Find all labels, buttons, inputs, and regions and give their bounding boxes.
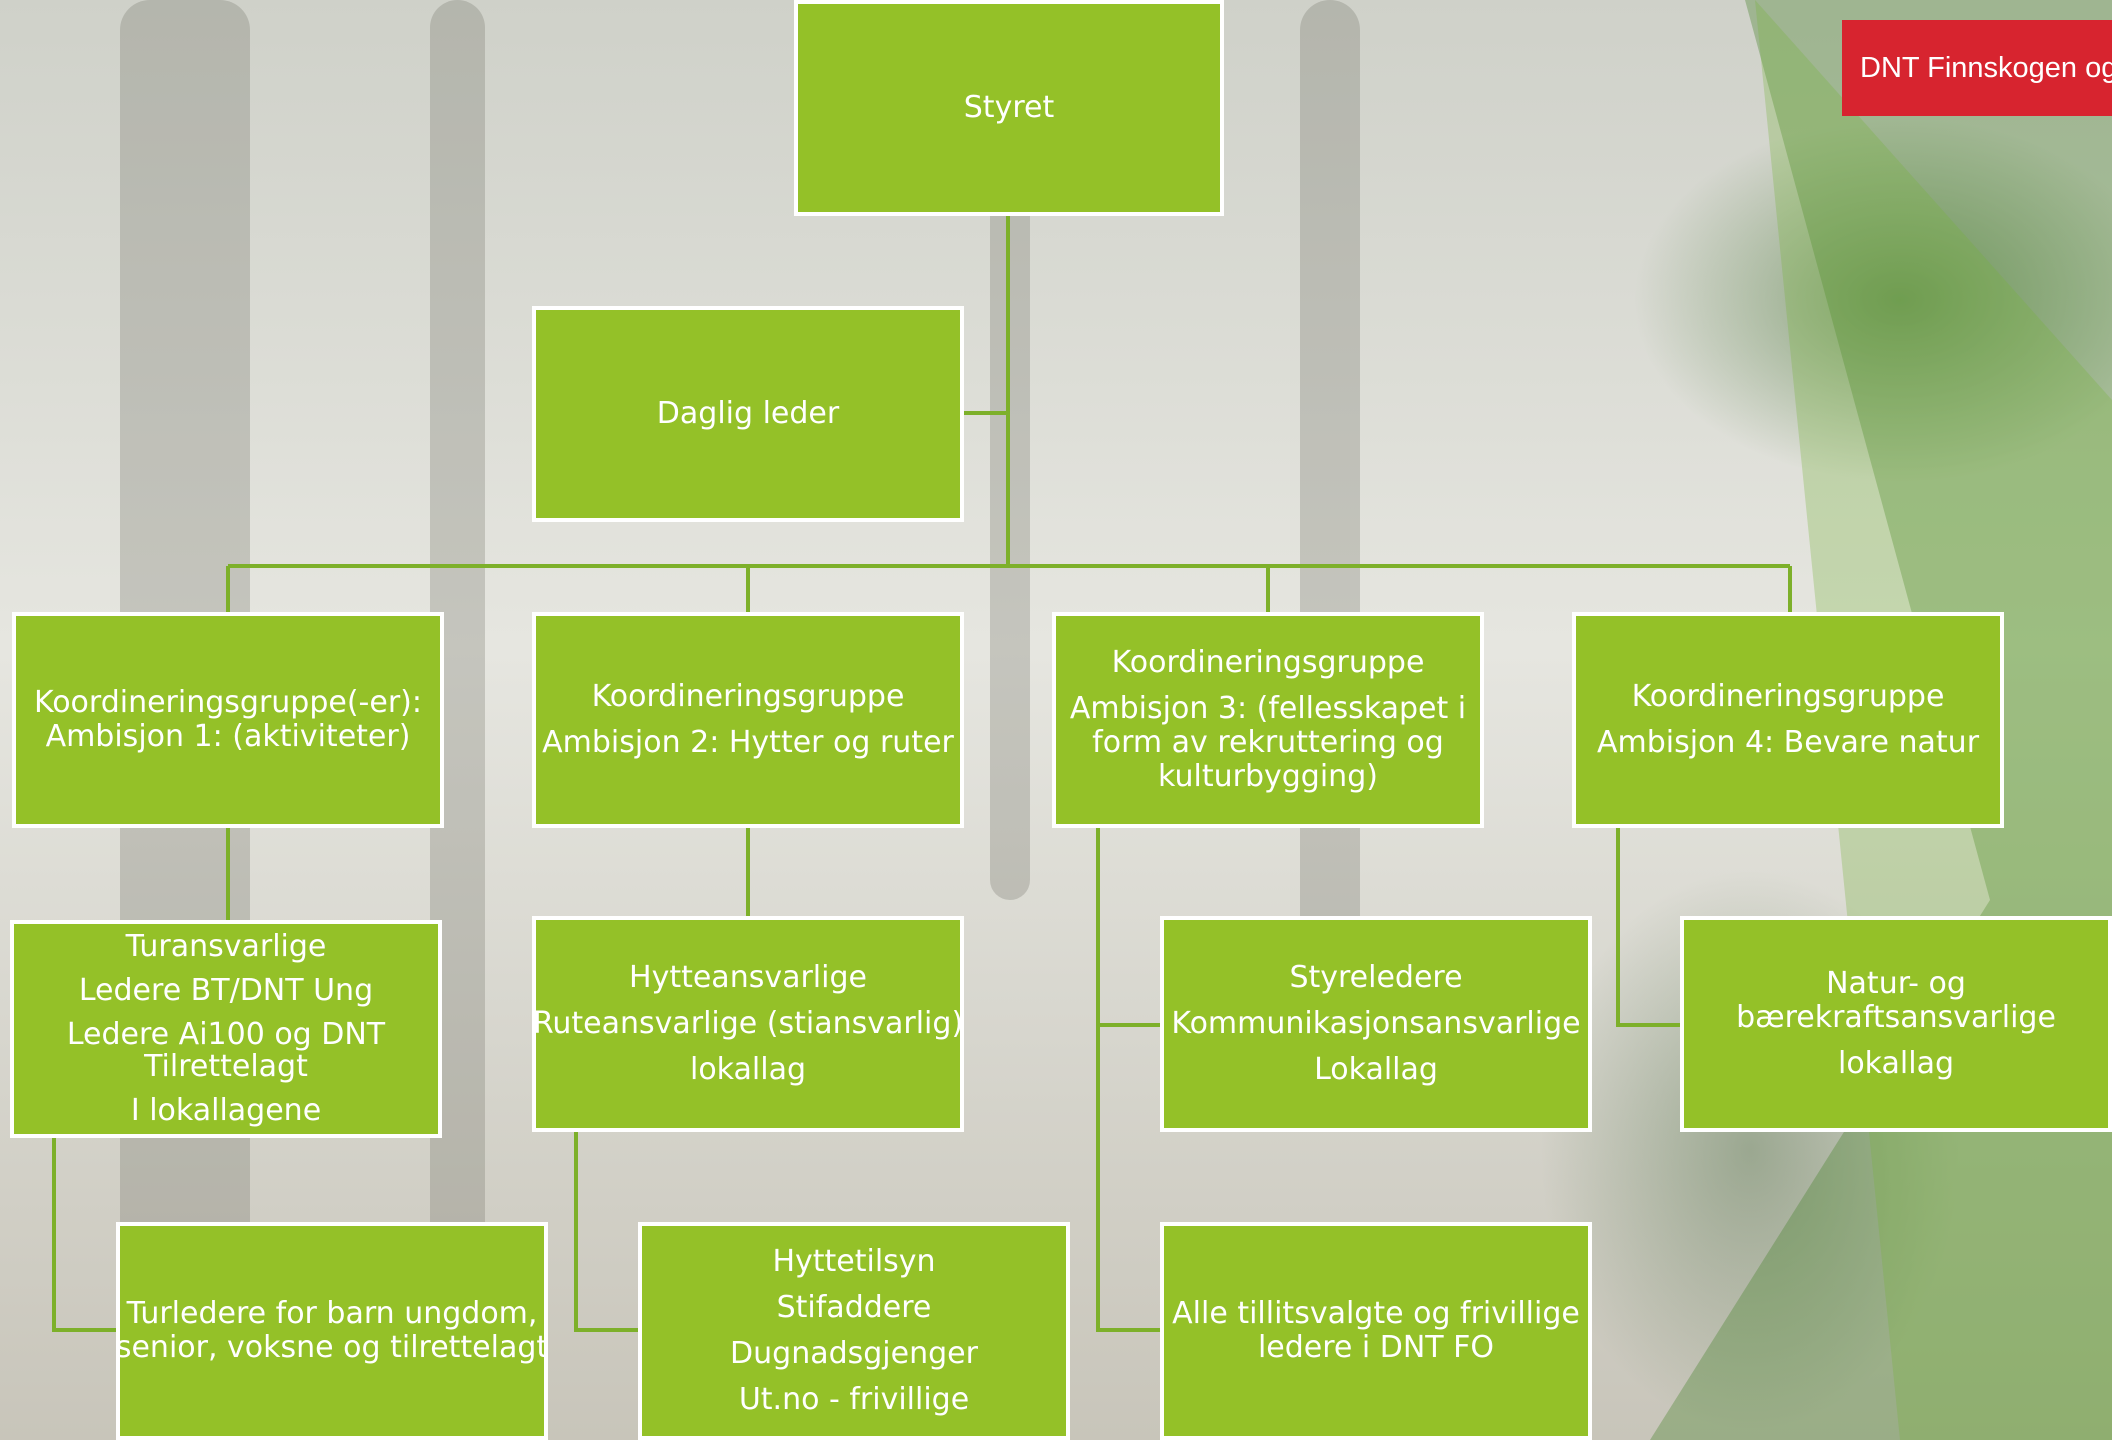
- node-text-line: Koordineringsgruppe: [591, 679, 905, 714]
- node-text-line: Turansvarlige: [125, 929, 327, 964]
- node-text-line: Styret: [963, 90, 1055, 125]
- dnt-logo: DNT Finnskogen og: [1842, 20, 2112, 116]
- connector-line: [1096, 826, 1162, 1332]
- node-text-line: kulturbygging): [1158, 759, 1378, 794]
- node-text-line: ledere i DNT FO: [1257, 1330, 1495, 1365]
- node-text-line: Styreledere: [1289, 960, 1463, 995]
- node-text-line: Ut.no - frivillige: [738, 1382, 970, 1417]
- node-turledere[interactable]: Turledere for barn ungdom,senior, voksne…: [116, 1222, 548, 1440]
- node-text-line: Lokallag: [1314, 1052, 1438, 1087]
- node-text-line: Hytteansvarlige: [629, 960, 867, 995]
- node-text-line: Ledere BT/DNT Ung: [78, 973, 374, 1008]
- connector-line: [1616, 826, 1682, 1027]
- node-text-line: Ruteansvarlige (stiansvarlig): [532, 1006, 964, 1041]
- node-daglig-leder[interactable]: Daglig leder: [532, 306, 964, 522]
- node-text-line: Ledere Ai100 og DNT: [66, 1017, 386, 1052]
- node-text-line: Tilrettelagt: [144, 1049, 308, 1084]
- node-text-line: Ambisjon 2: Hytter og ruter: [542, 725, 954, 760]
- node-text-line: lokallag: [689, 1052, 806, 1087]
- node-text-line: bærekraftsansvarlige: [1736, 1000, 2056, 1035]
- node-text-line: Stifaddere: [776, 1290, 932, 1325]
- node-text-line: Daglig leder: [656, 396, 840, 431]
- node-text-line: form av rekruttering og: [1092, 725, 1444, 760]
- node-text-line: Kommunikasjonsansvarlige: [1171, 1006, 1581, 1041]
- node-text-line: Natur- og: [1826, 966, 1966, 1001]
- connector-line: [574, 1130, 640, 1332]
- node-koordineringsgruppe-1[interactable]: Koordineringsgruppe(-er):Ambisjon 1: (ak…: [12, 612, 444, 828]
- logo-text: DNT Finnskogen og: [1860, 51, 2112, 84]
- node-text-line: senior, voksne og tilrettelagt: [115, 1330, 549, 1365]
- node-text-line: Alle tillitsvalgte og frivillige: [1172, 1296, 1580, 1331]
- connector-line: [52, 1136, 118, 1332]
- node-text-line: Hyttetilsyn: [772, 1244, 936, 1279]
- node-text-line: Ambisjon 1: (aktiviteter): [45, 719, 411, 754]
- node-text-line: Koordineringsgruppe: [1631, 679, 1945, 714]
- node-text-line: Dugnadsgjenger: [730, 1336, 978, 1371]
- node-text-line: Koordineringsgruppe(-er):: [34, 685, 422, 720]
- node-text-line: I lokallagene: [130, 1093, 322, 1128]
- node-text-line: Ambisjon 4: Bevare natur: [1596, 725, 1980, 760]
- node-text-line: Ambisjon 3: (fellesskapet i: [1069, 691, 1467, 726]
- node-text-line: lokallag: [1837, 1046, 1954, 1081]
- node-styret[interactable]: Styret: [794, 0, 1224, 216]
- node-text-line: Turledere for barn ungdom,: [126, 1296, 538, 1331]
- node-text-line: Koordineringsgruppe: [1111, 645, 1425, 680]
